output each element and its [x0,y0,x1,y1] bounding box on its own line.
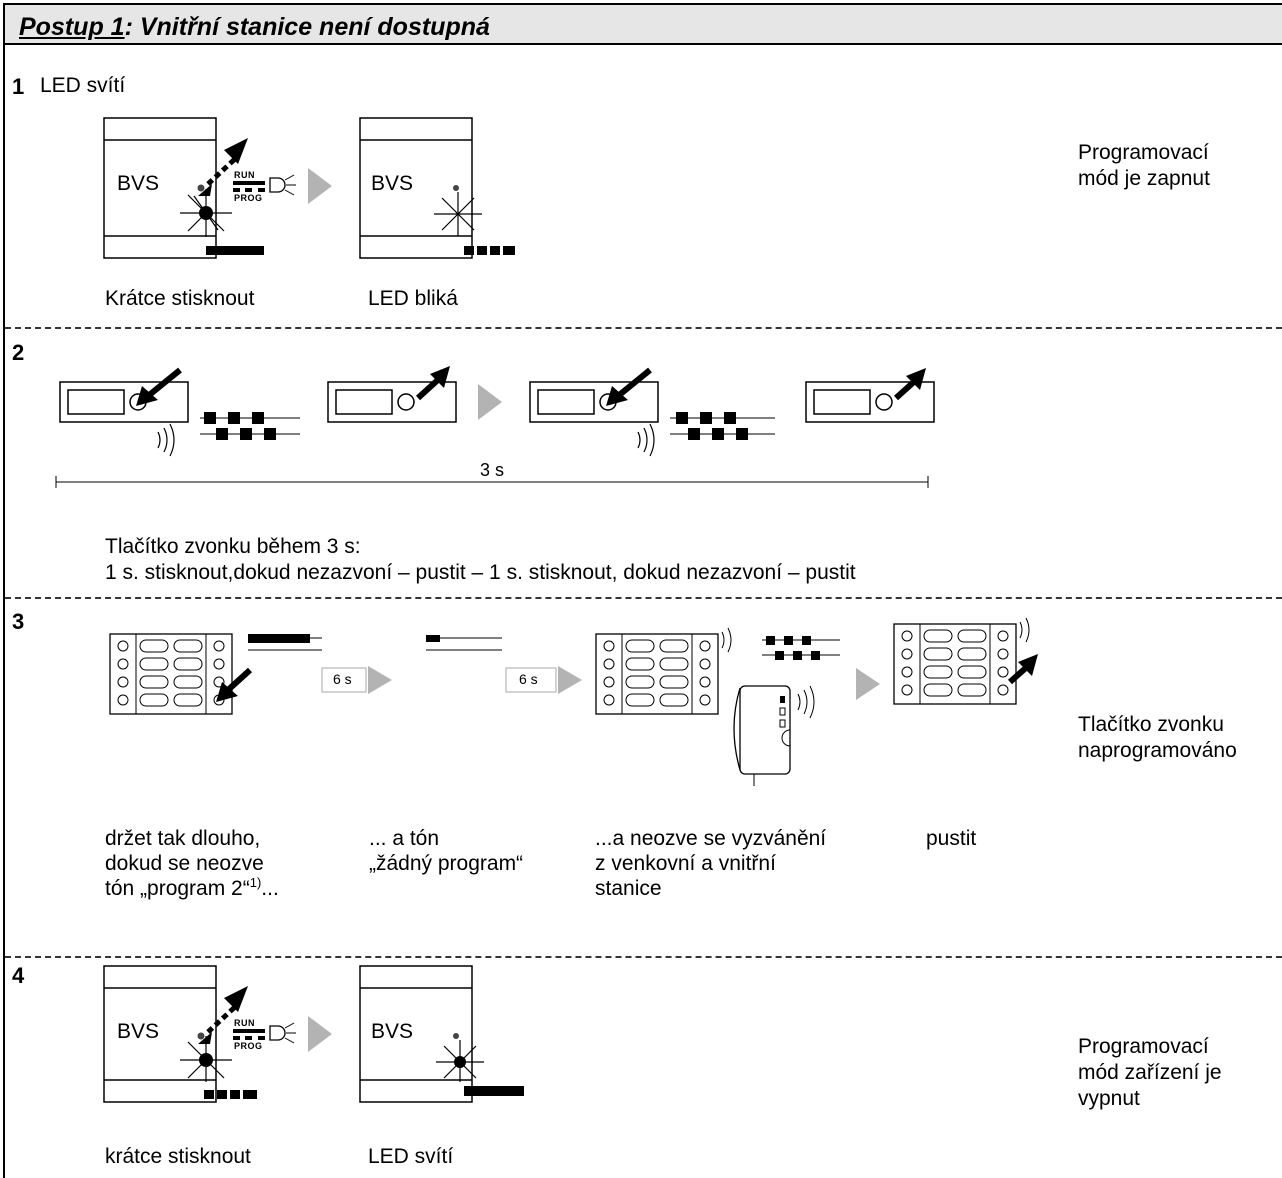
step-4-caption-led: LED svítí [368,1145,454,1168]
procedure-header: Postup 1: Vnitřní stanice není dostupná [3,3,1282,45]
step-1-heading: LED svítí [40,74,126,97]
step-1-caption-press: Krátce stisknout [105,287,255,310]
step-3-caption-tone: ... a tón „žádný program“ [369,826,523,876]
title-rest: : Vnitřní stanice není dostupná [124,13,490,41]
page-title: Postup 1: Vnitřní stanice není dostupná [19,13,490,42]
device-label: BVS [371,1020,414,1043]
caption-text: tón „program 2“ [105,877,250,900]
caption-line: ... a tón [369,827,440,850]
step-1-number: 1 [12,74,25,99]
step-4-caption-press: krátce stisknout [105,1145,251,1168]
step-3-number: 3 [12,609,25,634]
outdoor-panel-programming-illustration [109,617,1038,786]
step-2-instruction-line1: Tlačítko zvonku během 3 s: [105,535,361,558]
side-text-line: Tlačítko zvonku [1078,713,1224,736]
title-prefix: Postup 1 [19,13,125,41]
switch-run-label: RUN [234,170,255,180]
timer-label: 6 s [333,671,352,687]
bvs-device-pressing-illustration [103,117,332,259]
caption-line: stanice [595,877,662,900]
caption-line: držet tak dlouho, [105,827,261,850]
bvs-device-blinking-illustration [359,117,515,259]
step-divider [5,956,1282,958]
side-text-line: mód je zapnut [1078,167,1210,190]
caption-line: tón „program 2“1)... [105,876,279,901]
step-1-caption-blink: LED bliká [368,287,458,310]
caption-line: dokud se neozve [105,852,264,875]
switch-prog-label: PROG [234,193,263,203]
bvs-device-pressing-illustration [103,965,332,1103]
side-text-line: naprogramováno [1078,739,1237,762]
step-divider [5,597,1282,599]
side-text-line: mód zařízení je [1078,1061,1222,1084]
duration-label: 3 s [480,460,505,480]
step-4-number: 4 [12,963,25,988]
step-2-number: 2 [12,340,25,365]
device-label: BVS [371,172,414,195]
side-text-line: vypnut [1078,1087,1140,1110]
step-4-side-text: Programovací mód zařízení je vypnut [1078,1034,1222,1112]
step-3-caption-release: pustit [926,827,977,850]
step-1-side-text: Programovací mód je zapnut [1078,140,1210,192]
caption-line: „žádný program“ [369,852,524,875]
step-2-instruction-line2: 1 s. stisknout,dokud nezazvoní – pustit … [105,561,856,584]
side-text-line: Programovací [1078,1035,1209,1058]
step-3-side-text: Tlačítko zvonku naprogramováno [1078,712,1237,764]
device-label: BVS [117,172,160,195]
switch-run-label: RUN [234,1018,255,1028]
bvs-device-led-on-illustration [359,965,524,1103]
footnote-marker: 1) [249,875,262,890]
switch-prog-label: PROG [234,1041,263,1051]
side-text-line: Programovací [1078,141,1209,164]
step-3-caption-ring: ...a neozve se vyzvánění z venkovní a vn… [595,826,826,901]
step-3-caption-hold: držet tak dlouho, dokud se neozve tón „p… [105,826,279,901]
caption-line: ...a neozve se vyzvánění [595,827,827,850]
doorbell-press-sequence-illustration [55,366,935,488]
timer-label: 6 s [519,671,538,687]
device-label: BVS [117,1020,160,1043]
step-divider [5,327,1282,329]
caption-line: z venkovní a vnitřní [595,852,776,875]
caption-text: ... [261,877,279,900]
